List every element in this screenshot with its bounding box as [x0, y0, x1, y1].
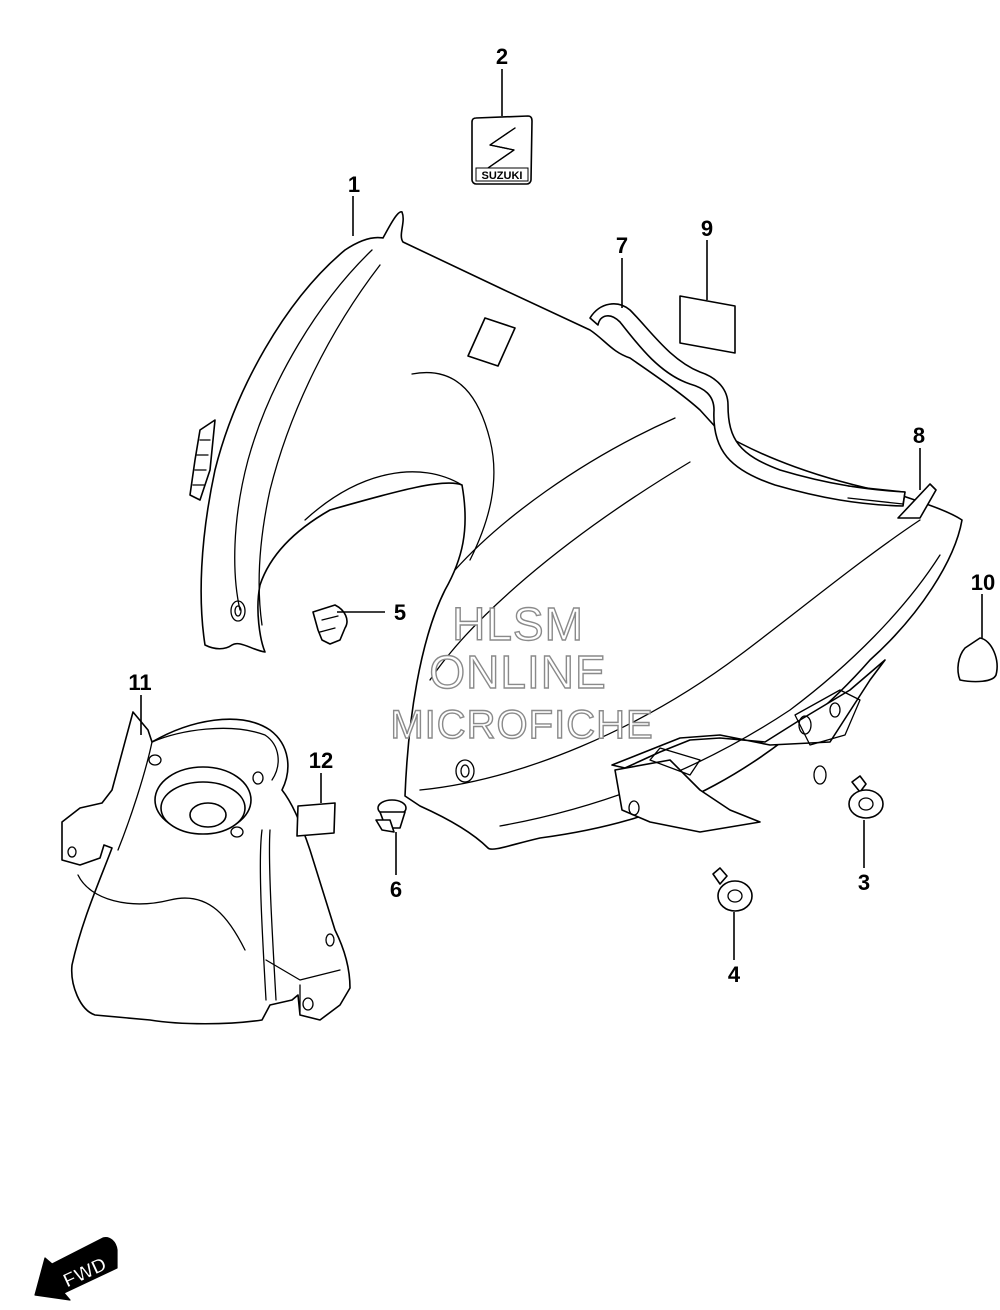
callout-12: 12 [309, 748, 333, 773]
callout-10: 10 [971, 570, 995, 595]
callout-5: 5 [394, 600, 406, 625]
watermark-line-3: MICROFICHE [390, 703, 653, 747]
fastener-4-part[interactable] [712, 867, 753, 912]
forward-direction-arrow-icon: FWD [34, 1237, 118, 1301]
callout-4: 4 [728, 962, 741, 987]
emblem-logo-text: SUZUKI [482, 170, 523, 182]
watermark: HLSM ONLINE MICROFICHE [390, 597, 654, 747]
callout-1: 1 [348, 172, 360, 197]
watermark-line-2: ONLINE [429, 646, 606, 698]
callout-3: 3 [858, 870, 870, 895]
callout-7: 7 [616, 233, 628, 258]
small-decal-part[interactable] [296, 802, 336, 837]
watermark-line-1: HLSM [452, 598, 584, 650]
decal-rect-part[interactable] [679, 295, 736, 354]
front-cowling-part[interactable] [189, 211, 963, 850]
callout-2: 2 [496, 44, 508, 69]
inner-panel-part[interactable] [61, 711, 351, 1025]
end-cap-part[interactable] [957, 637, 998, 683]
clip-part[interactable] [312, 604, 348, 645]
callout-9: 9 [701, 216, 713, 241]
suzuki-emblem-part[interactable]: SUZUKI [471, 115, 533, 185]
push-rivet-part[interactable] [375, 799, 407, 833]
trim-strip-part[interactable] [589, 303, 906, 507]
small-trim-part[interactable] [897, 483, 937, 519]
callout-8: 8 [913, 423, 925, 448]
callout-6: 6 [390, 877, 402, 902]
callout-11: 11 [128, 670, 151, 695]
fastener-3-part[interactable] [848, 775, 884, 819]
